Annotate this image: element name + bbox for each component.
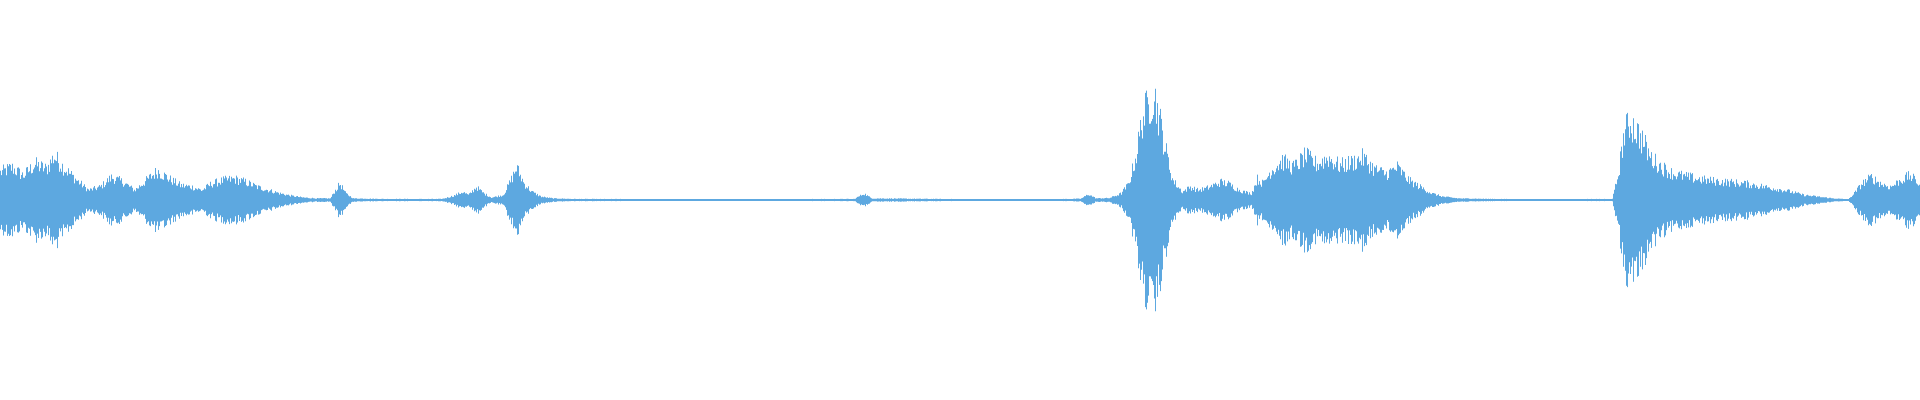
waveform-path <box>0 88 1920 312</box>
waveform-bars <box>0 88 1920 312</box>
